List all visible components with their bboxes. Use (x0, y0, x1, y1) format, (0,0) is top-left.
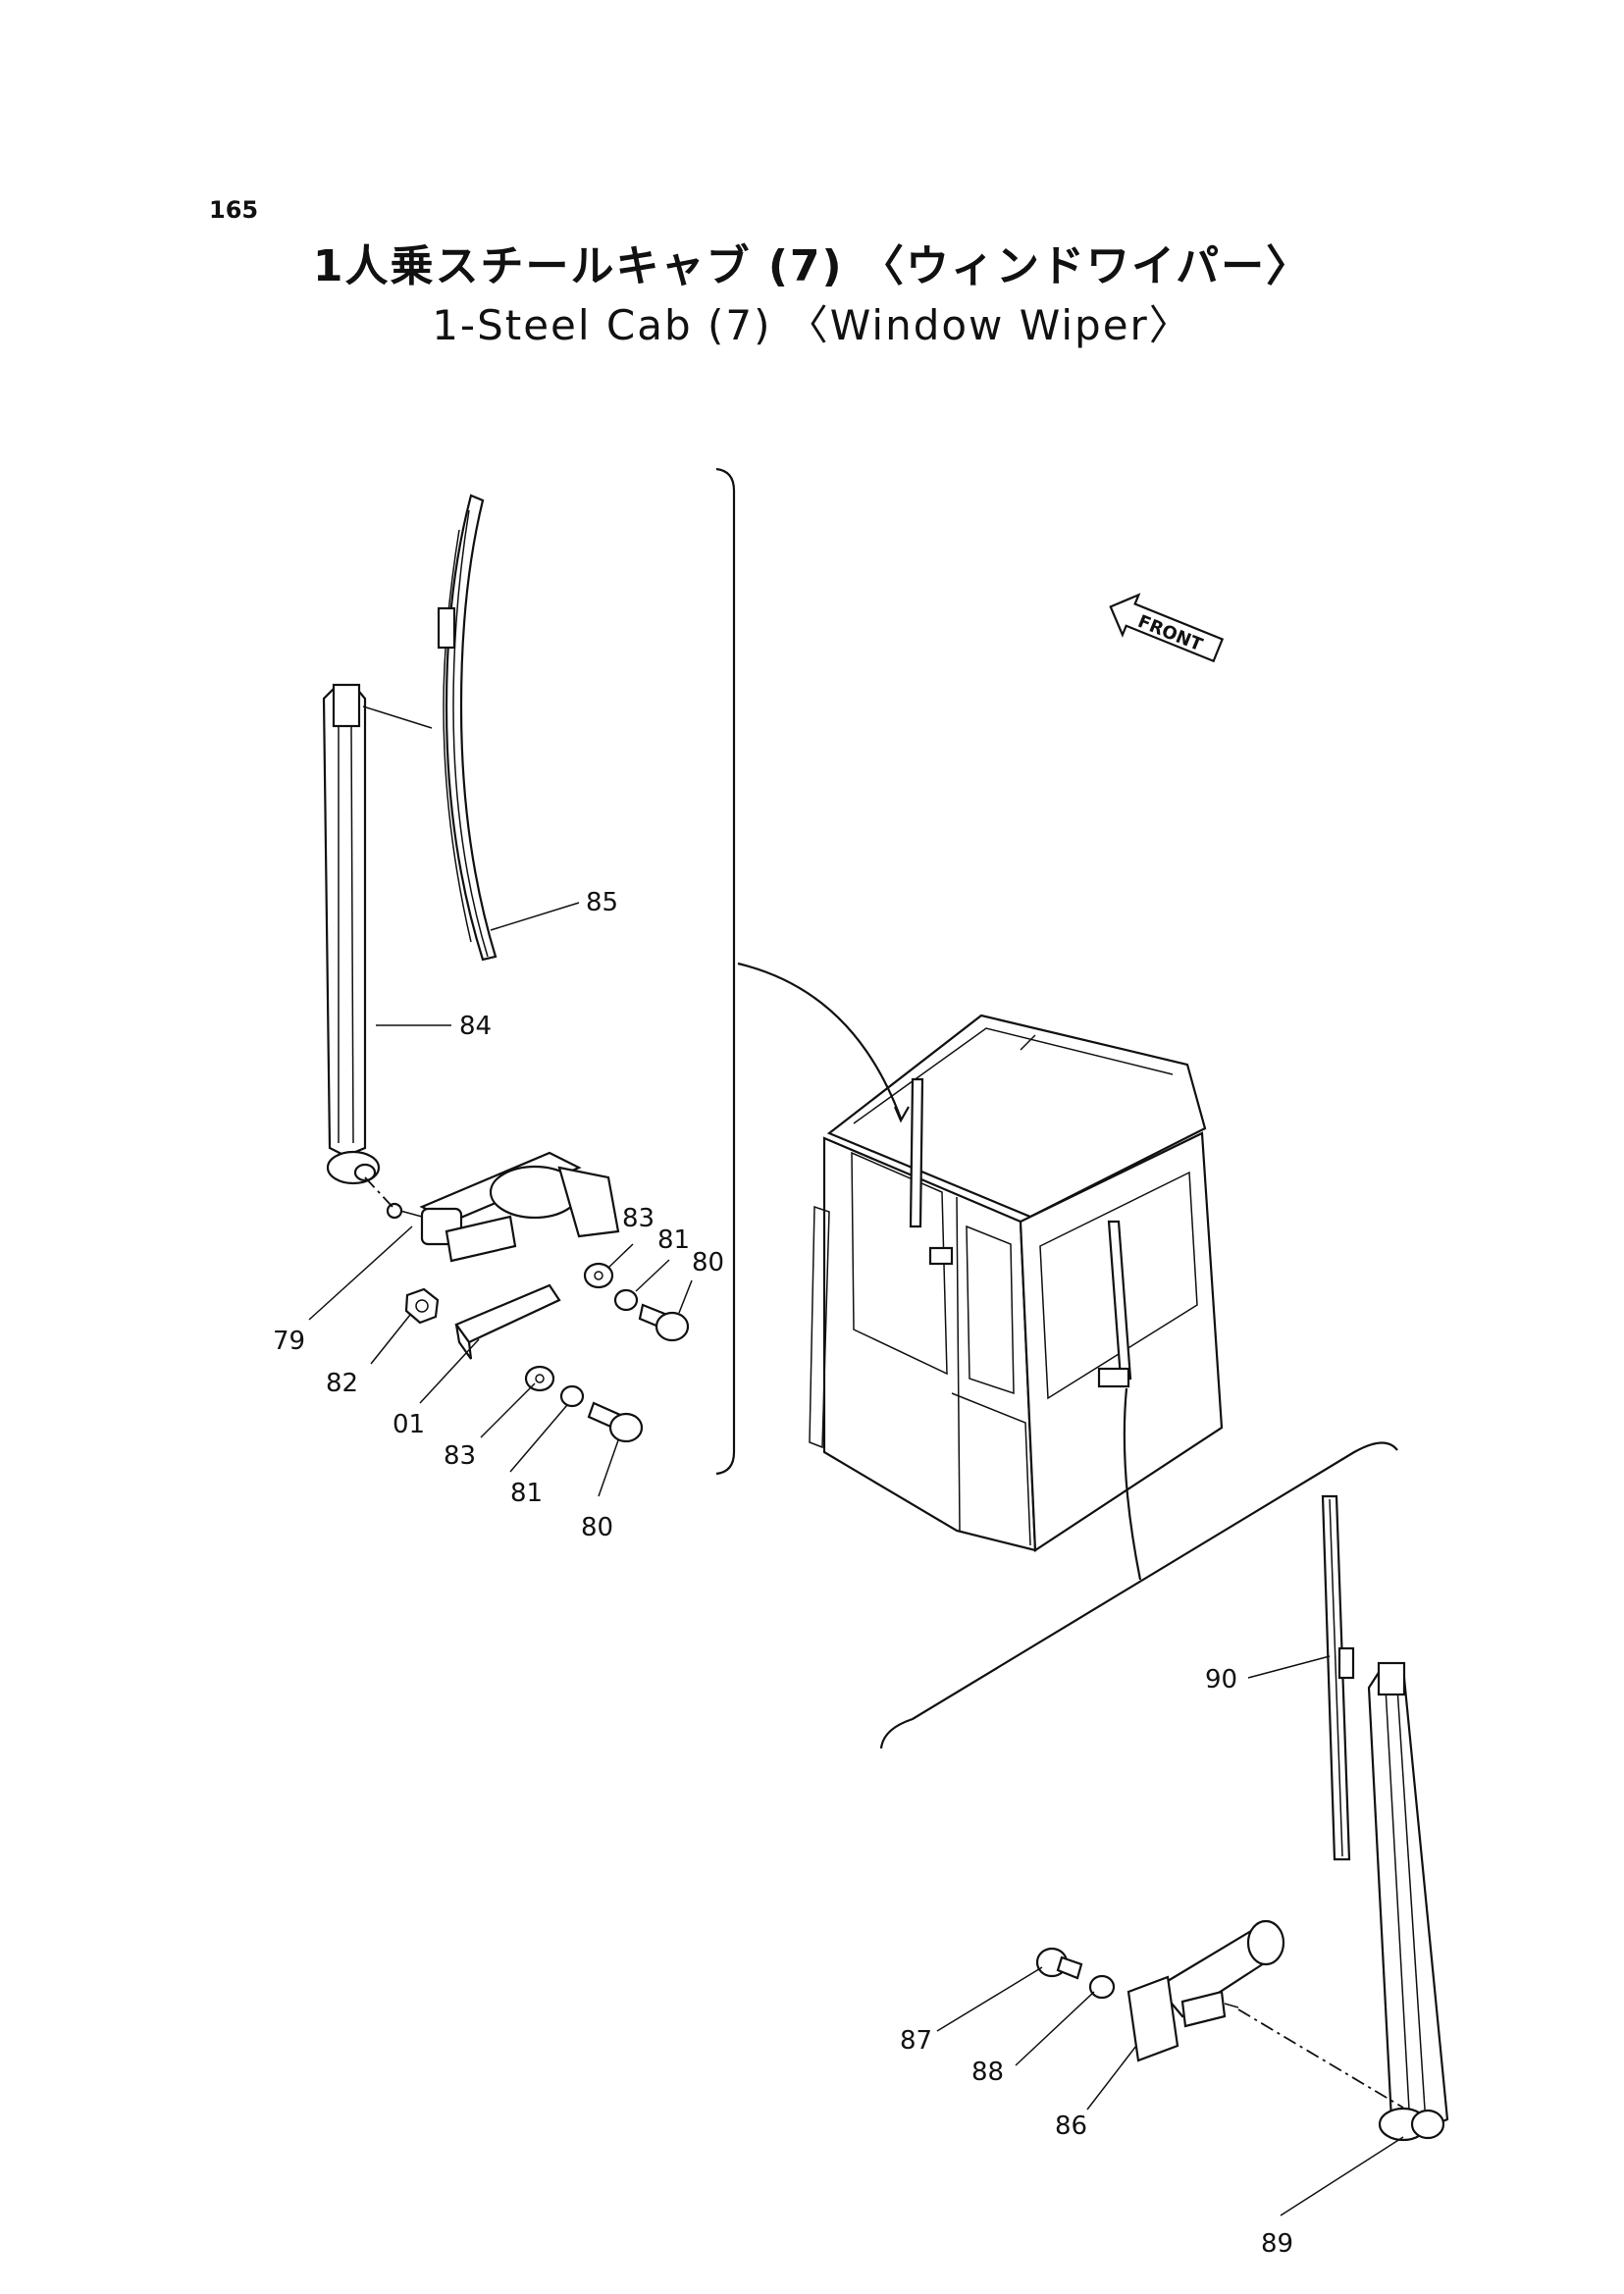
callout-86: 86 (1055, 2112, 1087, 2141)
page-number: 165 (209, 196, 259, 224)
callout-89: 89 (1261, 2229, 1293, 2259)
callout-90: 90 (1205, 1665, 1237, 1694)
callout-87: 87 (900, 2026, 932, 2056)
lock-washer-81 (559, 1288, 639, 1408)
callout-80-bottom: 80 (581, 1513, 613, 1542)
nut-82 (404, 1287, 440, 1325)
assembly-axis (1237, 2008, 1404, 2109)
washer-83 (524, 1262, 614, 1392)
wiper-motor-79 (364, 1151, 620, 1263)
wiper-arm-84 (322, 683, 433, 1185)
wiper-blade-90 (1321, 1494, 1355, 1861)
callout-82: 82 (326, 1369, 358, 1398)
callout-80-top: 80 (692, 1248, 724, 1277)
wiper-arm-89 (1367, 1661, 1449, 2142)
left-leaders (308, 902, 693, 1497)
callout-83-bottom: 83 (444, 1441, 476, 1471)
wiper-blade-85 (437, 494, 498, 962)
page-title-japanese: 1人乗スチールキャブ (7) 〈ウィンドワイパー〉 (312, 241, 1312, 291)
bracket-01 (454, 1283, 561, 1360)
callout-85: 85 (586, 888, 618, 917)
cab-body (809, 1014, 1224, 1552)
left-bracket (715, 467, 736, 1476)
callout-79: 79 (273, 1327, 305, 1356)
right-bracket (879, 1441, 1398, 1749)
washer-88 (1088, 1974, 1116, 2000)
callout-84: 84 (459, 1012, 492, 1041)
front-marker: FRONT (1109, 593, 1225, 663)
bolt-87 (1035, 1947, 1083, 1980)
callout-83-top: 83 (622, 1204, 655, 1233)
callout-81-bottom: 81 (510, 1479, 543, 1508)
callout-81-top: 81 (657, 1225, 690, 1255)
connection-curves (737, 962, 1142, 1581)
callout-labels: 85 84 83 81 80 79 82 01 83 81 80 90 87 8… (273, 888, 1293, 2259)
callout-01: 01 (393, 1410, 425, 1439)
bolt-80 (587, 1303, 690, 1443)
page-title-english: 1-Steel Cab (7) 〈Window Wiper〉 (432, 301, 1192, 349)
callout-88: 88 (971, 2058, 1004, 2087)
right-leaders (936, 1655, 1404, 2216)
wiper-motor-86 (1126, 1919, 1285, 2062)
